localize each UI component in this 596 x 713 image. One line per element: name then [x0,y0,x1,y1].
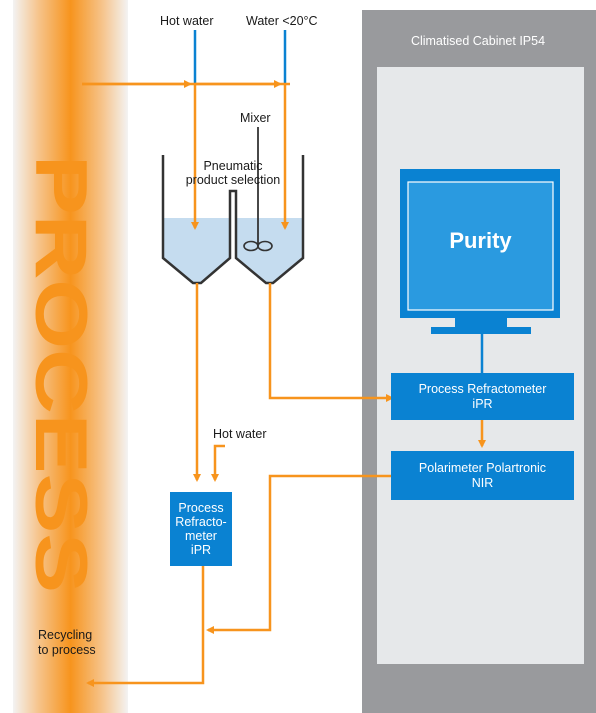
refractometer-cabinet-line1: Process Refractometer [418,381,547,396]
refractometer-small-box: Process Refracto- meter iPR [170,492,232,566]
mixer-label: Mixer [240,111,271,125]
refractometer-small-line2: Refracto- [175,515,227,529]
cabinet-title: Climatised Cabinet IP54 [410,34,546,48]
process-band [13,0,128,713]
hot-water-mid-line [211,444,225,482]
refractometer-small-line4: iPR [190,543,212,557]
purity-label: Purity [449,228,512,253]
polarimeter-return [206,474,392,634]
refractometer-small-line1: Process [178,501,224,515]
hot-water-mid-label: Hot water [213,427,267,441]
tank-left-liquid [163,218,230,283]
polarimeter-box: Polarimeter Polartronic NIR [391,451,574,500]
cabinet-inner [377,67,584,664]
right-tank-to-refractometer [268,283,394,402]
recycling-label-1: Recycling [38,628,93,642]
polarimeter-line2: NIR [471,475,494,490]
pneumatic-label-1: Pneumatic [203,159,263,173]
hot-water-top-label: Hot water [160,14,214,28]
pneumatic-label-2: product selection [185,173,281,187]
tank-left [161,155,305,285]
refractometer-cabinet-line2: iPR [472,396,493,411]
process-label: PROCESS [20,155,101,593]
refractometer-cabinet-box: Process Refractometer iPR [391,373,574,420]
recycle-return [86,566,205,687]
refractometer-small-line3: meter [185,529,217,543]
mixer-icon [243,127,273,252]
polarimeter-line1: Polarimeter Polartronic [418,460,547,475]
tank-right-liquid [236,218,303,283]
purity-monitor [400,169,560,334]
water-cold-label: Water <20°C [246,14,318,28]
recycling-label-2: to process [38,643,96,657]
